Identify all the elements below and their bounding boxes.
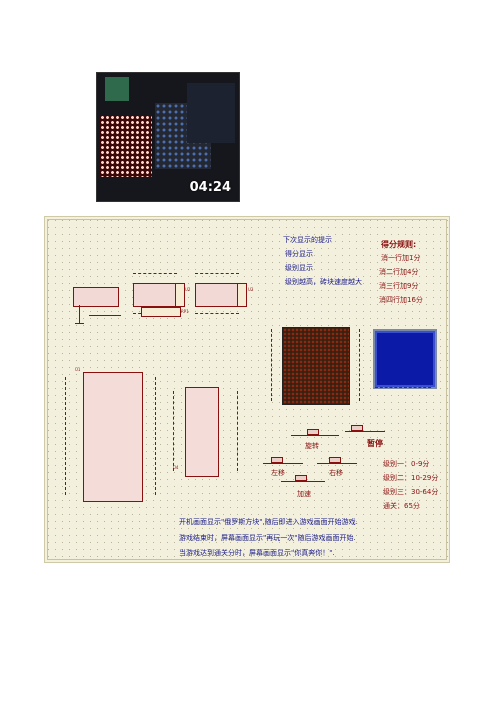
note-startup: 开机画面显示"俄罗斯方块",随后即进入游戏画面开始游戏. — [179, 518, 358, 526]
resistor-pack-rp1[interactable] — [141, 307, 181, 317]
lcd-pins — [375, 387, 431, 389]
right-move-button[interactable] — [329, 457, 341, 463]
level-1: 级别一：0-9分 — [383, 460, 430, 468]
chip-u1-label: U1 — [75, 367, 81, 372]
wire-pause — [345, 431, 385, 432]
pause-button[interactable] — [351, 425, 363, 431]
note-next-preview: 下次显示的提示 — [283, 236, 332, 244]
speed-button[interactable] — [295, 475, 307, 481]
level-2: 级别二：10-29分 — [383, 474, 439, 482]
thumbnail-monitor-block — [105, 77, 129, 101]
rp1-label: RP1 — [181, 309, 189, 314]
wire-speed — [281, 481, 325, 482]
level-3: 级别三：30-64分 — [383, 488, 439, 496]
chip-u3-cap — [237, 283, 247, 307]
note-game-clear: 当游戏达到通关分时，屏幕画面显示"你真奔你！". — [179, 549, 335, 557]
thumbnail-tetris-board — [100, 115, 152, 177]
chip-u3-left[interactable] — [195, 283, 239, 307]
speed-label: 加速 — [297, 490, 311, 498]
video-duration: 04:24 — [189, 180, 231, 195]
rotate-button[interactable] — [307, 429, 319, 435]
note-level-display: 级别显示 — [285, 264, 313, 272]
chip-u2-left[interactable] — [133, 283, 177, 307]
score-rules-title: 得分规则: — [381, 240, 417, 249]
ground-symbol — [75, 323, 84, 324]
wire-rotate — [291, 435, 339, 436]
left-move-label: 左移 — [271, 469, 285, 477]
score-rule-1: 消一行加1分 — [381, 254, 421, 262]
chip-u2-label: U2 — [185, 287, 191, 292]
pin-row-u3-bottom — [195, 313, 239, 315]
wire-ground — [79, 305, 80, 323]
rotate-label: 旋转 — [305, 442, 319, 450]
wire-right — [317, 463, 357, 464]
right-move-label: 右移 — [329, 469, 343, 477]
chip-u3-label: U3 — [248, 287, 254, 292]
score-rule-2: 消二行加4分 — [379, 268, 419, 276]
note-level-speed: 级别越高，砖块速度越大 — [285, 278, 362, 286]
matrix-row-pins — [271, 329, 282, 401]
schematic-canvas: 下次显示的提示 得分显示 级别显示 级别越高，砖块速度越大 得分规则: 消一行加… — [44, 216, 450, 563]
lcd-display[interactable] — [373, 329, 437, 389]
chip-u1-mcu[interactable] — [83, 372, 143, 502]
chip-u2-cap — [175, 283, 185, 307]
pin-row-u3-top — [195, 273, 239, 275]
schematic-border — [47, 219, 447, 560]
wire-left — [263, 463, 303, 464]
video-thumbnail[interactable]: 04:24 — [96, 72, 240, 202]
thumbnail-circuit — [187, 83, 235, 143]
pin-row-u2-top — [133, 273, 177, 275]
pause-label: 暂停 — [367, 439, 383, 448]
u1-right-pins — [141, 377, 156, 495]
note-score-display: 得分显示 — [285, 250, 313, 258]
chip-u4[interactable] — [185, 387, 219, 477]
u4-left-pins — [173, 391, 186, 471]
level-clear: 通关：65分 — [383, 502, 420, 510]
note-game-over: 游戏结束时，屏幕画面显示"再玩一次"随后游戏画面开始. — [179, 534, 356, 542]
score-rule-3: 消三行加9分 — [379, 282, 419, 290]
left-move-button[interactable] — [271, 457, 283, 463]
matrix-col-pins — [349, 329, 360, 401]
u1-left-pins — [65, 377, 84, 495]
chip-header-block[interactable] — [73, 287, 119, 307]
wire-bus-a — [89, 315, 121, 316]
u4-right-pins — [217, 391, 238, 471]
chip-u4-label: U4 — [173, 465, 179, 470]
led-dot-matrix[interactable] — [282, 327, 350, 405]
score-rule-4: 消四行加16分 — [379, 296, 423, 304]
